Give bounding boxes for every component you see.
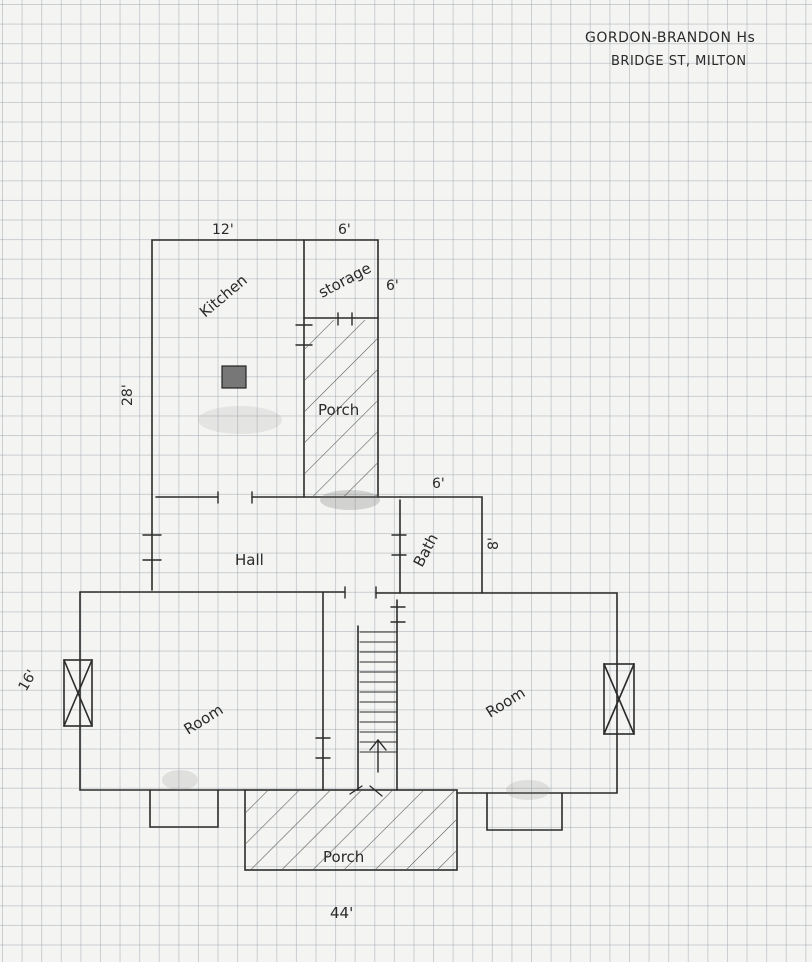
front-porch-outline bbox=[244, 789, 458, 871]
hall-label: Hall bbox=[235, 551, 264, 569]
left-fireplace bbox=[63, 659, 93, 727]
kitchen-label: Kitchen bbox=[196, 271, 251, 321]
smudge bbox=[320, 490, 380, 510]
bath-label: Bath bbox=[410, 531, 442, 570]
bath-width-dim: 6' bbox=[432, 476, 445, 492]
smudge bbox=[162, 770, 198, 790]
right-window-seat bbox=[486, 792, 563, 831]
back-porch-label: Porch bbox=[318, 401, 359, 419]
stair-up-arrow bbox=[369, 738, 387, 773]
storage-depth-dim: 6' bbox=[386, 278, 399, 294]
kitchen-walls bbox=[151, 239, 379, 591]
total-width-dim: 44' bbox=[330, 904, 353, 922]
right-fireplace bbox=[603, 663, 635, 735]
right-room-walls bbox=[375, 592, 618, 794]
smudge bbox=[198, 406, 282, 434]
storage-width-dim: 6' bbox=[338, 222, 351, 238]
kitchen-width-dim: 12' bbox=[212, 222, 234, 238]
storage-label: storage bbox=[315, 259, 374, 302]
address-line: BRIDGE ST, MILTON bbox=[611, 54, 747, 69]
back-porch-hatch bbox=[305, 320, 377, 496]
front-porch-hatch bbox=[246, 791, 456, 869]
house-title: GORDON-BRANDON Hs bbox=[585, 30, 756, 46]
smudge bbox=[506, 780, 550, 800]
front-porch-label: Porch bbox=[323, 848, 364, 866]
kitchen-depth-dim: 28' bbox=[120, 384, 136, 406]
stove-icon bbox=[221, 365, 247, 389]
left-room-walls bbox=[79, 591, 346, 791]
opening-marks bbox=[142, 312, 407, 759]
bath-depth-dim: 8' bbox=[486, 537, 502, 550]
bath-walls bbox=[399, 496, 483, 594]
left-room-label: Room bbox=[181, 700, 227, 738]
room-depth-dim: 16' bbox=[16, 667, 41, 694]
staircase-treads bbox=[359, 631, 397, 753]
right-room-label: Room bbox=[483, 683, 529, 721]
left-window-seat bbox=[149, 789, 219, 828]
